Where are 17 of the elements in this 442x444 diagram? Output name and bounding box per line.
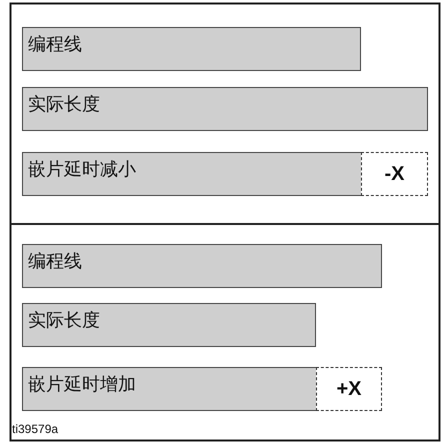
bar-field	[22, 244, 382, 288]
bar-field	[22, 152, 362, 196]
bar-field	[22, 303, 316, 347]
field-label: 编程线	[28, 34, 82, 55]
field-label: 实际长度	[28, 310, 100, 331]
field-label: 编程线	[28, 251, 82, 272]
dashed-offset-box	[316, 367, 382, 411]
bar-field	[22, 367, 317, 411]
field-label: 实际长度	[28, 94, 100, 115]
dashed-offset-box	[361, 152, 428, 196]
field-label: 嵌片延时增加	[28, 374, 136, 395]
field-label: 嵌片延时减小	[28, 159, 136, 180]
figure-id: ti39579a	[12, 422, 58, 436]
bar-field	[22, 87, 428, 131]
bar-field	[22, 27, 361, 71]
field-label: +X	[336, 378, 362, 400]
field-label: -X	[384, 162, 404, 186]
